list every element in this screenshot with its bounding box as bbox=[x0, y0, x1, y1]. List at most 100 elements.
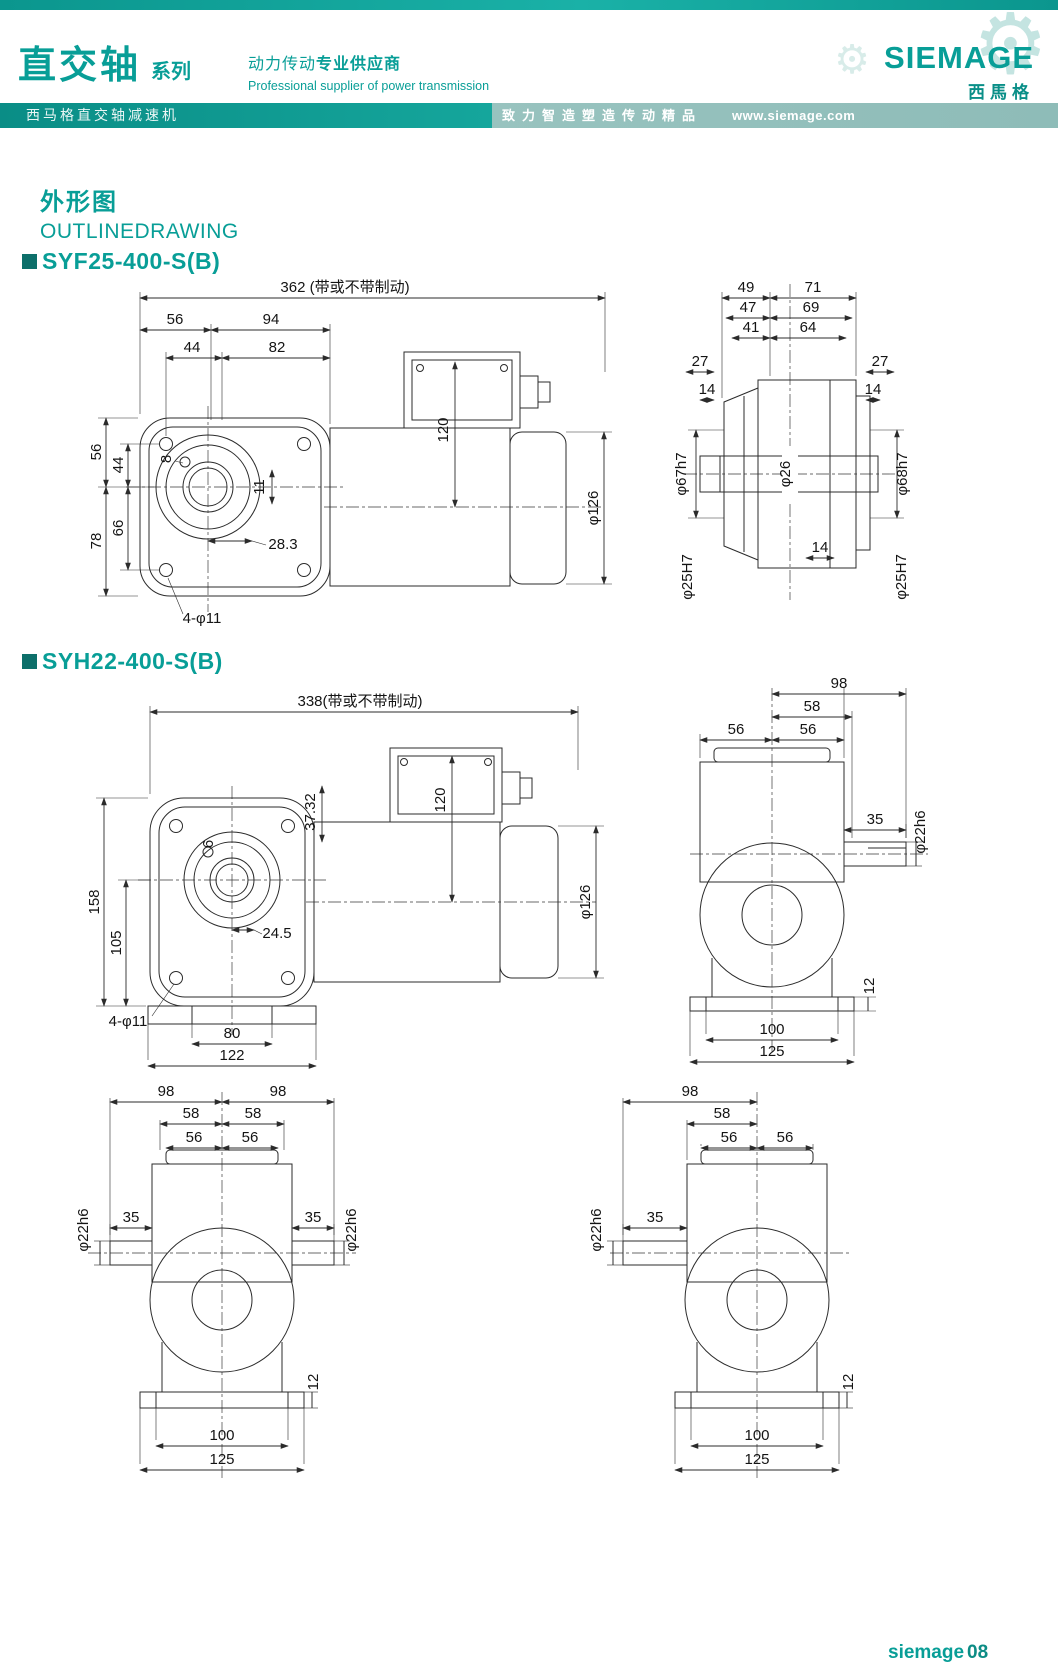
footer-page-number: 08 bbox=[967, 1642, 989, 1663]
dim-label: 35 bbox=[305, 1209, 322, 1226]
dim-label: 56 bbox=[167, 311, 184, 328]
dim-label: 6 bbox=[200, 840, 217, 848]
dim-label: 362 (带或不带制动) bbox=[280, 279, 409, 296]
fig1-front-view bbox=[126, 351, 604, 612]
dim-label: 14 bbox=[812, 539, 829, 556]
header-sub-bar: 西马格直交轴减速机 致力智造塑造传动精品 www.siemage.com bbox=[0, 103, 1058, 128]
dim-label: 12 bbox=[840, 1374, 857, 1391]
tagline-en: Professional supplier of power transmiss… bbox=[248, 79, 490, 93]
heading-square-bullet bbox=[22, 254, 37, 269]
dim-label: φ22h6 bbox=[75, 1208, 92, 1251]
dim-label: φ26 bbox=[777, 461, 794, 487]
dim-label: 56 bbox=[242, 1129, 259, 1146]
dim-label: φ67h7 bbox=[673, 452, 690, 495]
dim-label: 37.32 bbox=[302, 793, 319, 831]
dim-label: 27 bbox=[692, 353, 709, 370]
dim-label: 98 bbox=[831, 675, 848, 692]
dim-label: 80 bbox=[224, 1025, 241, 1042]
dim-label: 44 bbox=[184, 339, 201, 356]
dim-label: 49 bbox=[738, 279, 755, 296]
dim-label: 47 bbox=[740, 299, 757, 316]
dim-label: 56 bbox=[728, 721, 745, 738]
heading-square-bullet bbox=[22, 654, 37, 669]
dim-label: 125 bbox=[759, 1043, 784, 1060]
subbar-slogan: 致力智造塑造传动精品 bbox=[502, 108, 703, 123]
dim-label: 58 bbox=[183, 1105, 200, 1122]
dim-label: φ22h6 bbox=[912, 810, 929, 853]
dim-label: 41 bbox=[743, 319, 760, 336]
dim-label: 64 bbox=[800, 319, 817, 336]
dim-label: 14 bbox=[865, 381, 882, 398]
dim-label: φ22h6 bbox=[343, 1208, 360, 1251]
fig1-section-view bbox=[684, 284, 898, 600]
fig1-section-dimensions: 49 71 47 69 41 64 27 27 14 14 φ67h7 φ26 bbox=[673, 279, 911, 600]
dim-label: 100 bbox=[744, 1427, 769, 1444]
dim-label: 35 bbox=[867, 811, 884, 828]
top-accent-bar bbox=[0, 0, 1058, 10]
dim-label: 120 bbox=[435, 417, 452, 442]
dim-label: 27 bbox=[872, 353, 889, 370]
tagline-cn: 动力传动专业供应商 bbox=[248, 50, 489, 74]
fig2-front-view bbox=[138, 747, 596, 1035]
dim-label: 11 bbox=[251, 479, 268, 495]
figure2-model: SYH22-400-S(B) bbox=[42, 648, 223, 674]
dim-label: 82 bbox=[269, 339, 286, 356]
dim-label: 14 bbox=[699, 381, 716, 398]
dim-label: 125 bbox=[744, 1451, 769, 1468]
dim-label: 125 bbox=[209, 1451, 234, 1468]
subbar-right: 致力智造塑造传动精品 www.siemage.com bbox=[492, 103, 1058, 128]
dim-label: 58 bbox=[714, 1105, 731, 1122]
dim-label: 100 bbox=[209, 1427, 234, 1444]
siemage-logo: ⚙ ⚙ SIEMAGE 西馬格 bbox=[818, 2, 1048, 102]
dim-label: 94 bbox=[263, 311, 280, 328]
dim-label: 56 bbox=[186, 1129, 203, 1146]
dim-label: φ68h7 bbox=[894, 452, 911, 495]
gear-icon: ⚙ bbox=[972, 0, 1048, 93]
figure1-heading: SYF25-400-S(B) bbox=[22, 248, 220, 275]
section-title-cn: 外形图 bbox=[40, 189, 118, 216]
series-title: 直交轴 bbox=[18, 45, 142, 87]
dim-label: 12 bbox=[861, 978, 878, 995]
footer-brand: siemage bbox=[888, 1642, 965, 1663]
section-title-en: OUTLINEDRAWING bbox=[40, 220, 239, 243]
figure1-model: SYF25-400-S(B) bbox=[42, 248, 221, 274]
fig2-end-dimensions: 98 58 56 56 35 φ22h6 12 100 bbox=[689, 675, 929, 1065]
header-tagline: 动力传动专业供应商 Professional supplier of power… bbox=[248, 50, 489, 93]
dim-label: 158 bbox=[86, 889, 103, 914]
gear-small-icon: ⚙ bbox=[834, 37, 870, 83]
dim-label: 120 bbox=[432, 787, 449, 812]
dim-label: 71 bbox=[805, 279, 822, 296]
dim-label: 338(带或不带制动) bbox=[297, 693, 422, 710]
fig2-front-dimensions: 338(带或不带制动) 37.32 6 24.5 120 φ126 158 10… bbox=[86, 693, 604, 1069]
fig4-end-view bbox=[610, 1092, 850, 1478]
dim-label: 66 bbox=[110, 520, 127, 537]
dim-label: 98 bbox=[158, 1083, 175, 1100]
subbar-product-line: 西马格直交轴减速机 bbox=[0, 103, 492, 128]
dim-label: 98 bbox=[682, 1083, 699, 1100]
fig3-dimensions: 98 98 58 58 56 56 35 35 φ22h6 bbox=[75, 1083, 360, 1473]
dim-label: 56 bbox=[88, 444, 105, 461]
dim-label: 78 bbox=[88, 533, 105, 550]
dim-label: 56 bbox=[800, 721, 817, 738]
dim-label: 4-φ11 bbox=[109, 1013, 148, 1030]
fig2-end-view bbox=[689, 688, 928, 1052]
dim-label: 28.3 bbox=[268, 536, 297, 553]
tagline-cn-bold: 专业供应商 bbox=[316, 56, 402, 73]
dim-label: 105 bbox=[108, 930, 125, 955]
dim-label: 44 bbox=[110, 457, 127, 474]
dim-label: 56 bbox=[777, 1129, 794, 1146]
dim-label: φ22h6 bbox=[588, 1208, 605, 1251]
fig1-front-dimensions: 362 (带或不带制动) 56 94 44 82 56 78 44 bbox=[88, 279, 612, 627]
dim-label: 12 bbox=[305, 1374, 322, 1391]
logo-wordmark: SIEMAGE bbox=[884, 40, 1034, 75]
website-text: www.siemage.com bbox=[732, 108, 856, 123]
dim-label: 100 bbox=[759, 1021, 784, 1038]
dim-label: 24.5 bbox=[262, 925, 291, 942]
dim-label: 69 bbox=[803, 299, 820, 316]
dim-label: 58 bbox=[804, 698, 821, 715]
dim-label: φ25H7 bbox=[679, 554, 696, 600]
dim-label: 98 bbox=[270, 1083, 287, 1100]
